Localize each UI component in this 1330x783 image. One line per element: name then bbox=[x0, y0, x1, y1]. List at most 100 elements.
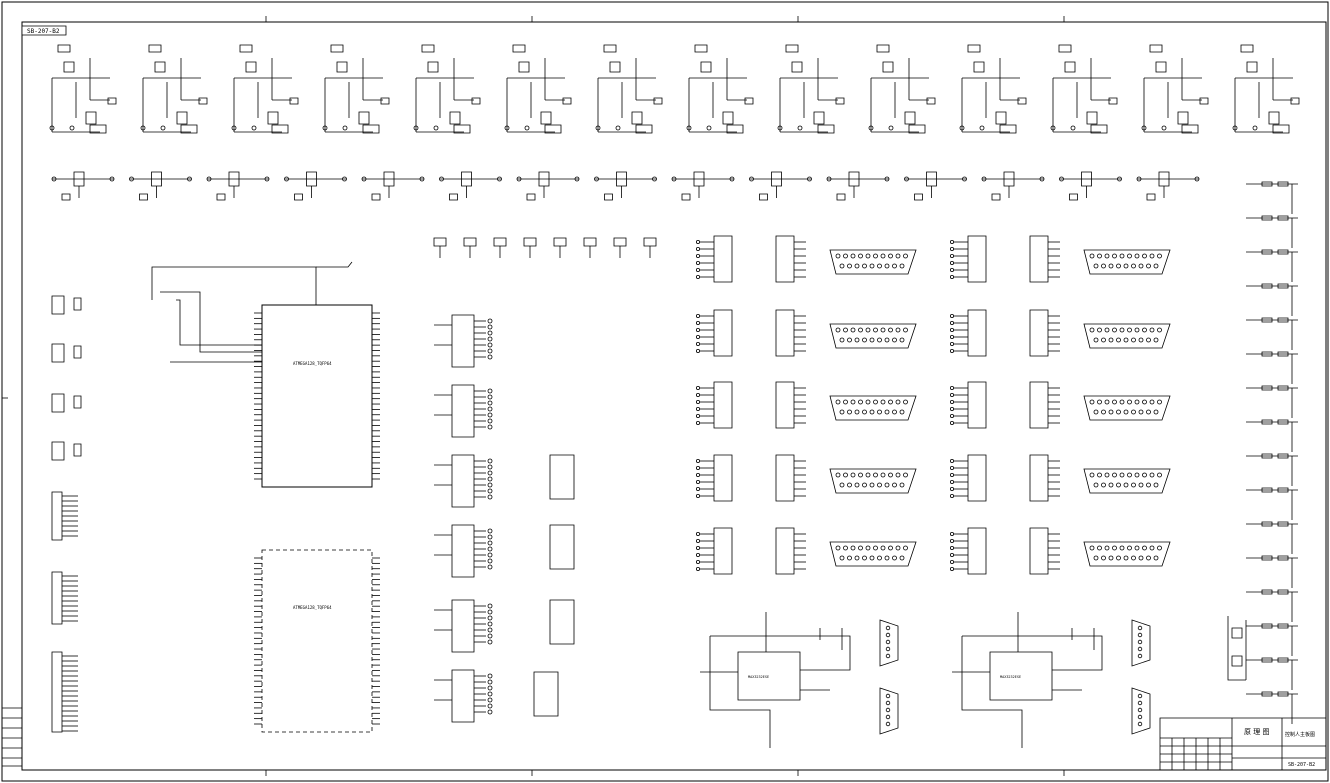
pin-circle bbox=[886, 640, 890, 644]
buffer-ic bbox=[968, 528, 986, 574]
relay-module bbox=[869, 45, 935, 133]
pin-circle bbox=[488, 337, 492, 341]
pin-circle bbox=[840, 556, 844, 560]
pin-circle bbox=[1138, 694, 1142, 698]
pin-circle bbox=[1098, 328, 1102, 332]
ladder-rung bbox=[1246, 590, 1298, 622]
pin-circle bbox=[881, 400, 885, 404]
pin-circle bbox=[696, 532, 699, 535]
relay-body bbox=[974, 62, 984, 72]
pin-circle bbox=[1150, 473, 1154, 477]
buffer-ic bbox=[776, 455, 794, 501]
driver bbox=[1000, 125, 1016, 133]
pin-circle bbox=[855, 264, 859, 268]
logic-ic bbox=[452, 315, 474, 367]
pin-circle bbox=[870, 410, 874, 414]
pin-circle bbox=[1128, 473, 1132, 477]
relay-module-row bbox=[50, 45, 1299, 133]
db-shell bbox=[830, 469, 916, 493]
pin-circle bbox=[1150, 400, 1154, 404]
pin-circle bbox=[696, 240, 699, 243]
pin-circle bbox=[1051, 126, 1055, 130]
pin-circle bbox=[863, 556, 867, 560]
pin-circle bbox=[859, 400, 863, 404]
resistor bbox=[1262, 692, 1272, 696]
pin-circle bbox=[836, 328, 840, 332]
left-connectors bbox=[52, 296, 81, 732]
relay-module bbox=[1142, 45, 1208, 133]
pin-circle bbox=[896, 254, 900, 258]
pin-circle bbox=[488, 616, 492, 620]
header bbox=[614, 238, 626, 246]
pin-circle bbox=[1120, 546, 1124, 550]
transistor bbox=[450, 112, 460, 124]
pin-circle bbox=[1090, 400, 1094, 404]
pin-circle bbox=[863, 483, 867, 487]
resistor-ladder bbox=[1246, 182, 1298, 724]
pin-circle bbox=[1143, 546, 1147, 550]
pin-circle bbox=[1109, 483, 1113, 487]
pin-circle bbox=[904, 400, 908, 404]
pin-circle bbox=[1138, 701, 1142, 705]
pin-circle bbox=[696, 567, 699, 570]
pin-circle bbox=[982, 177, 986, 181]
buffer-ic bbox=[714, 382, 732, 428]
relay-module bbox=[1051, 45, 1117, 133]
db-block bbox=[950, 455, 1170, 501]
pin-circle bbox=[950, 254, 953, 257]
pin-circle bbox=[1105, 473, 1109, 477]
db-shell bbox=[1084, 469, 1170, 493]
pin-circle bbox=[1105, 400, 1109, 404]
pin-circle bbox=[950, 342, 953, 345]
pin-circle bbox=[1040, 177, 1044, 181]
pin-circle bbox=[323, 126, 327, 130]
pin-circle bbox=[1138, 626, 1142, 630]
pin-circle bbox=[870, 338, 874, 342]
resistor bbox=[217, 194, 225, 200]
pin-circle bbox=[1143, 400, 1147, 404]
pin-circle bbox=[488, 565, 492, 569]
pin-circle bbox=[848, 338, 852, 342]
driver bbox=[909, 125, 925, 133]
resistor bbox=[1262, 352, 1272, 356]
relay-coil bbox=[331, 45, 343, 52]
driver bbox=[90, 125, 106, 133]
relay-body bbox=[1065, 62, 1075, 72]
pin-circle bbox=[1154, 264, 1158, 268]
driver bbox=[727, 125, 743, 133]
pin-circle bbox=[1113, 328, 1117, 332]
relay-coil bbox=[786, 45, 798, 52]
transistor bbox=[996, 112, 1006, 124]
pin-circle bbox=[889, 328, 893, 332]
resistor bbox=[1278, 250, 1288, 254]
db-block bbox=[950, 310, 1170, 356]
pin-circle bbox=[1105, 546, 1109, 550]
resistor bbox=[1262, 590, 1272, 594]
buffer-ic bbox=[714, 236, 732, 282]
pin-circle bbox=[696, 254, 699, 257]
pin-circle bbox=[1158, 254, 1162, 258]
relay-module bbox=[414, 45, 480, 133]
pin-circle bbox=[488, 319, 492, 323]
resistor bbox=[992, 194, 1000, 200]
pin-circle bbox=[1060, 177, 1064, 181]
pin-circle bbox=[488, 692, 492, 696]
db-shell bbox=[830, 396, 916, 420]
pin-circle bbox=[488, 640, 492, 644]
pin-circle bbox=[1120, 254, 1124, 258]
pin-circle bbox=[1109, 264, 1113, 268]
pin-circle bbox=[696, 342, 699, 345]
pin-circle bbox=[869, 126, 873, 130]
pin-circle bbox=[863, 410, 867, 414]
relay-body bbox=[792, 62, 802, 72]
ladder-rung bbox=[1246, 488, 1298, 520]
driver bbox=[545, 125, 561, 133]
pin-circle bbox=[848, 556, 852, 560]
pin-circle bbox=[1117, 264, 1121, 268]
pin-circle bbox=[950, 321, 953, 324]
pin-circle bbox=[1147, 410, 1151, 414]
relay-body bbox=[1247, 62, 1257, 72]
pin-circle bbox=[1138, 633, 1142, 637]
pin-circle bbox=[343, 126, 347, 130]
pin-circle bbox=[1117, 483, 1121, 487]
